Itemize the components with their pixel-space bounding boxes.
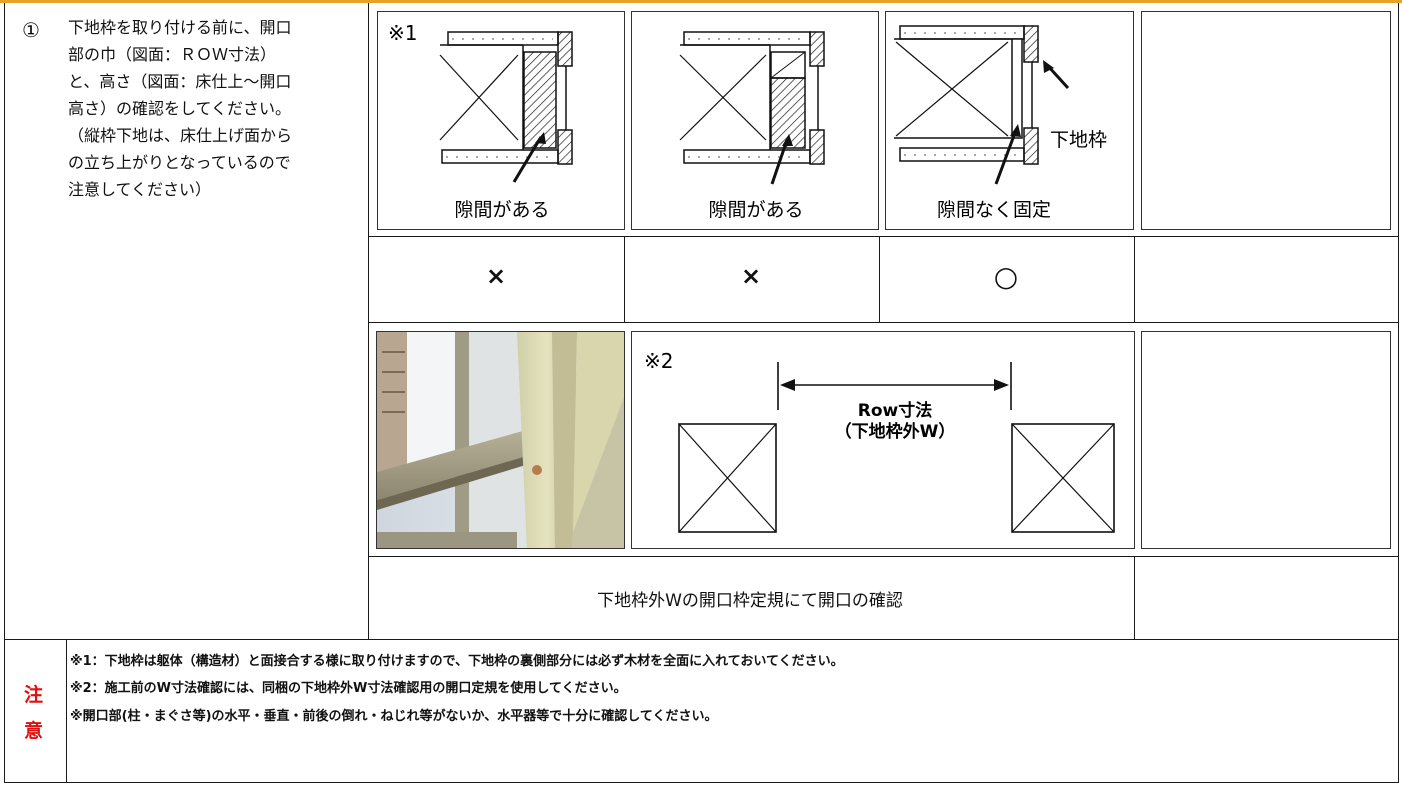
fixed-diagram-3: 下地枠 隙間なく固定 — [894, 25, 1107, 221]
step-line: 下地枠を取り付ける前に、開口 — [68, 18, 292, 37]
notes-mark-top: 注 — [24, 684, 44, 706]
result-mark-2: × — [740, 262, 762, 290]
row-divider-1 — [368, 236, 1399, 237]
text-column-divider — [368, 3, 369, 640]
row-divider-2 — [368, 322, 1399, 323]
step-line: 部の巾（図面：ＲＯＷ寸法） — [68, 45, 277, 64]
note-line-3: ※開口部(柱・まぐさ等)の水平・垂直・前後の倒れ・ねじれ等がないか、水平器等で十… — [70, 709, 718, 724]
step-line: 高さ）の確認をしてください。 — [68, 99, 292, 118]
step-line: と、高さ（図面：床仕上～開口 — [68, 72, 292, 91]
diagram-label-2: 隙間がある — [708, 199, 803, 221]
gap-diagram-2: 隙間がある — [679, 31, 825, 221]
dimension-sublabel: （下地枠外W） — [835, 421, 956, 442]
notes-mark-bottom: 意 — [24, 720, 44, 742]
frame-label: 下地枠 — [1050, 129, 1107, 151]
check-caption: 下地枠外Wの開口枠定規にて開口の確認 — [597, 591, 903, 611]
ref-mark-1: ※1 — [388, 21, 417, 45]
diagram-gap-panel-2: 隙間がある — [631, 11, 879, 230]
diagram-fixed-panel-3: 下地枠 隙間なく固定 — [885, 11, 1134, 230]
notes-mark-divider — [66, 639, 67, 783]
gap-diagram-1: ※1 隙間がある — [388, 21, 573, 221]
blank-panel-top-right — [1141, 11, 1391, 230]
photo-illustration — [377, 332, 624, 548]
step-number: ① — [22, 18, 40, 42]
mark-cell-divider-1 — [624, 236, 625, 322]
step-instructions: 下地枠を取り付ける前に、開口 部の巾（図面：ＲＯＷ寸法） と、高さ（図面：床仕上… — [68, 14, 368, 203]
diagram-label-3: 隙間なく固定 — [937, 199, 1051, 221]
row-dimension-diagram: ※2 Row寸法 （下地枠外W） — [644, 349, 1115, 533]
table-border-bottom — [4, 782, 1399, 783]
mark-cell-divider-3 — [1134, 236, 1135, 322]
table-border-right — [1398, 3, 1399, 783]
ref-mark-2: ※2 — [644, 349, 673, 373]
top-accent-bar — [0, 0, 1402, 3]
step-line: の立ち上がりとなっているので — [68, 153, 291, 172]
step-line: 注意してください） — [68, 180, 212, 199]
blank-panel-bottom-right — [1141, 331, 1391, 549]
mark-cell-divider-2 — [879, 236, 880, 322]
result-mark-1: × — [485, 262, 507, 290]
note-line-1: ※1：下地枠は躯体（構造材）と面接合する様に取り付けますので、下地枠の裏側部分に… — [70, 654, 844, 669]
diagram-gap-panel-1: ※1 隙間がある — [377, 11, 625, 230]
opening-photo — [376, 331, 625, 549]
row-dimension-panel: ※2 Row寸法 （下地枠外W） — [631, 331, 1135, 549]
diagram-label-1: 隙間がある — [454, 199, 549, 221]
caption-cell-divider — [1134, 556, 1135, 640]
table-border-left — [4, 3, 5, 783]
row-divider-3 — [368, 556, 1399, 557]
result-mark-3: ○ — [993, 260, 1019, 293]
step-line: （縦枠下地は、床仕上げ面から — [68, 126, 293, 145]
notes-divider — [4, 639, 1399, 640]
dimension-label: Row寸法 — [858, 400, 932, 421]
note-line-2: ※2：施工前のW寸法確認には、同梱の下地枠外W寸法確認用の開口定規を使用してくだ… — [70, 681, 627, 696]
